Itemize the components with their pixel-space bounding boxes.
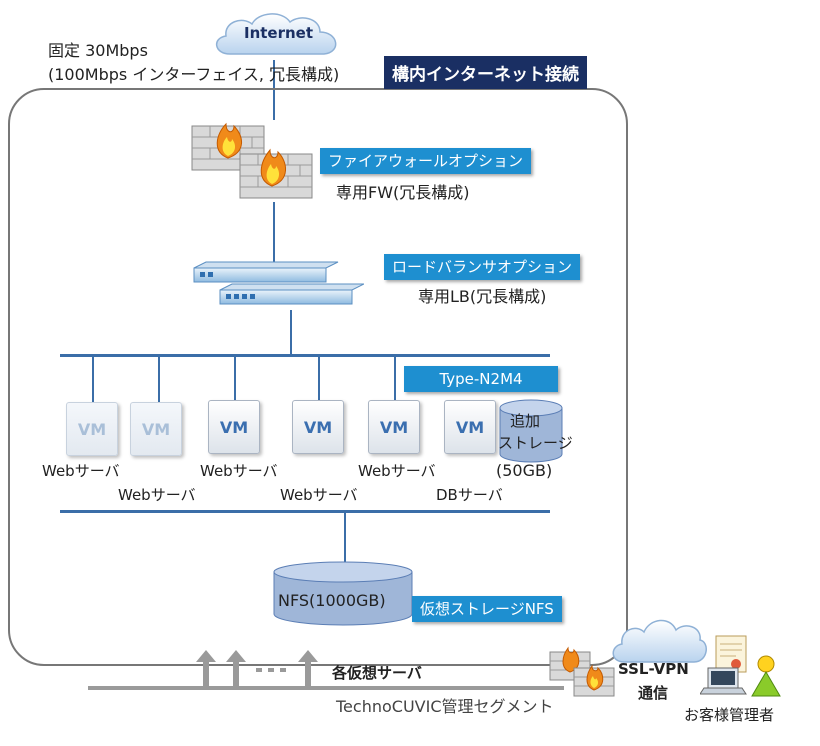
vm-box-4: VM — [292, 400, 344, 454]
vm-box-3: VM — [208, 400, 260, 454]
firewall-description: 専用FW(冗長構成) — [336, 183, 470, 202]
additional-storage-size: (50GB) — [496, 461, 553, 480]
management-segment-line — [88, 686, 564, 690]
fw-lb-link — [273, 202, 275, 264]
admin-group — [699, 634, 784, 704]
load-balancer-description: 専用LB(冗長構成) — [418, 287, 547, 306]
nfs-cylinder-icon — [273, 561, 413, 626]
cloud-icon — [216, 13, 337, 55]
vm-drop-3 — [234, 356, 236, 402]
internet-cloud: Internet — [208, 8, 348, 64]
vm-drop-5 — [394, 356, 396, 402]
admin-label: お客様管理者 — [684, 706, 775, 724]
load-balancer-icon — [193, 261, 365, 305]
cloud-icon — [612, 619, 707, 663]
management-arrows-label: 各仮想サーバ — [332, 664, 422, 682]
firewall-option-label: ファイアウォールオプション — [320, 148, 532, 174]
management-firewall — [548, 640, 618, 702]
vpn-label-2: 通信 — [638, 684, 669, 702]
server-network-bus — [60, 354, 550, 357]
load-balancer-group — [192, 260, 365, 310]
connection-label: 構内インターネット接続 — [384, 56, 587, 89]
internet-link — [273, 60, 275, 120]
management-arrows — [196, 648, 326, 690]
storage-cylinder-icon — [499, 399, 563, 463]
storage-network-bus — [60, 510, 550, 513]
nfs-option-label: 仮想ストレージNFS — [412, 596, 562, 622]
additional-storage — [496, 398, 566, 464]
vm-drop-1 — [92, 356, 94, 402]
firewall-group — [190, 112, 320, 202]
lb-bus-link — [290, 310, 292, 354]
nfs-storage — [270, 560, 416, 628]
additional-storage-line2: ストレージ — [498, 434, 573, 452]
vm-role-5: Webサーバ — [358, 462, 436, 480]
vm-role-4: Webサーバ — [280, 486, 358, 504]
nfs-drop — [344, 512, 346, 568]
server-type-label: Type-N2M4 — [404, 366, 558, 392]
firewall-icon — [549, 646, 615, 697]
load-balancer-option-label: ロードバランサオプション — [384, 254, 581, 280]
vm-role-6: DBサーバ — [436, 486, 503, 504]
firewall-icon — [191, 122, 313, 199]
additional-storage-line1: 追加 — [510, 412, 541, 430]
management-segment-label: TechnoCUVIC管理セグメント — [336, 697, 554, 716]
vm-box-6: VM — [444, 400, 496, 454]
vm-role-2: Webサーバ — [118, 486, 196, 504]
line-spec-2: (100Mbps インターフェイス, 冗長構成) — [48, 65, 340, 84]
facility-boundary — [8, 88, 628, 666]
vm-drop-2 — [158, 356, 160, 402]
vm-box-1: VM — [66, 402, 118, 456]
internet-label: Internet — [244, 24, 314, 42]
up-arrows-icon — [196, 650, 318, 688]
admin-icon — [699, 635, 781, 697]
vm-box-5: VM — [368, 400, 420, 454]
line-spec-1: 固定 30Mbps — [48, 41, 148, 60]
vpn-cloud — [608, 606, 708, 670]
nfs-label: NFS(1000GB) — [278, 591, 386, 610]
vm-role-3: Webサーバ — [200, 462, 278, 480]
vm-box-2: VM — [130, 402, 182, 456]
vpn-label-1: SSL-VPN — [618, 660, 689, 678]
vm-role-1: Webサーバ — [42, 462, 120, 480]
vm-drop-4 — [318, 356, 320, 402]
